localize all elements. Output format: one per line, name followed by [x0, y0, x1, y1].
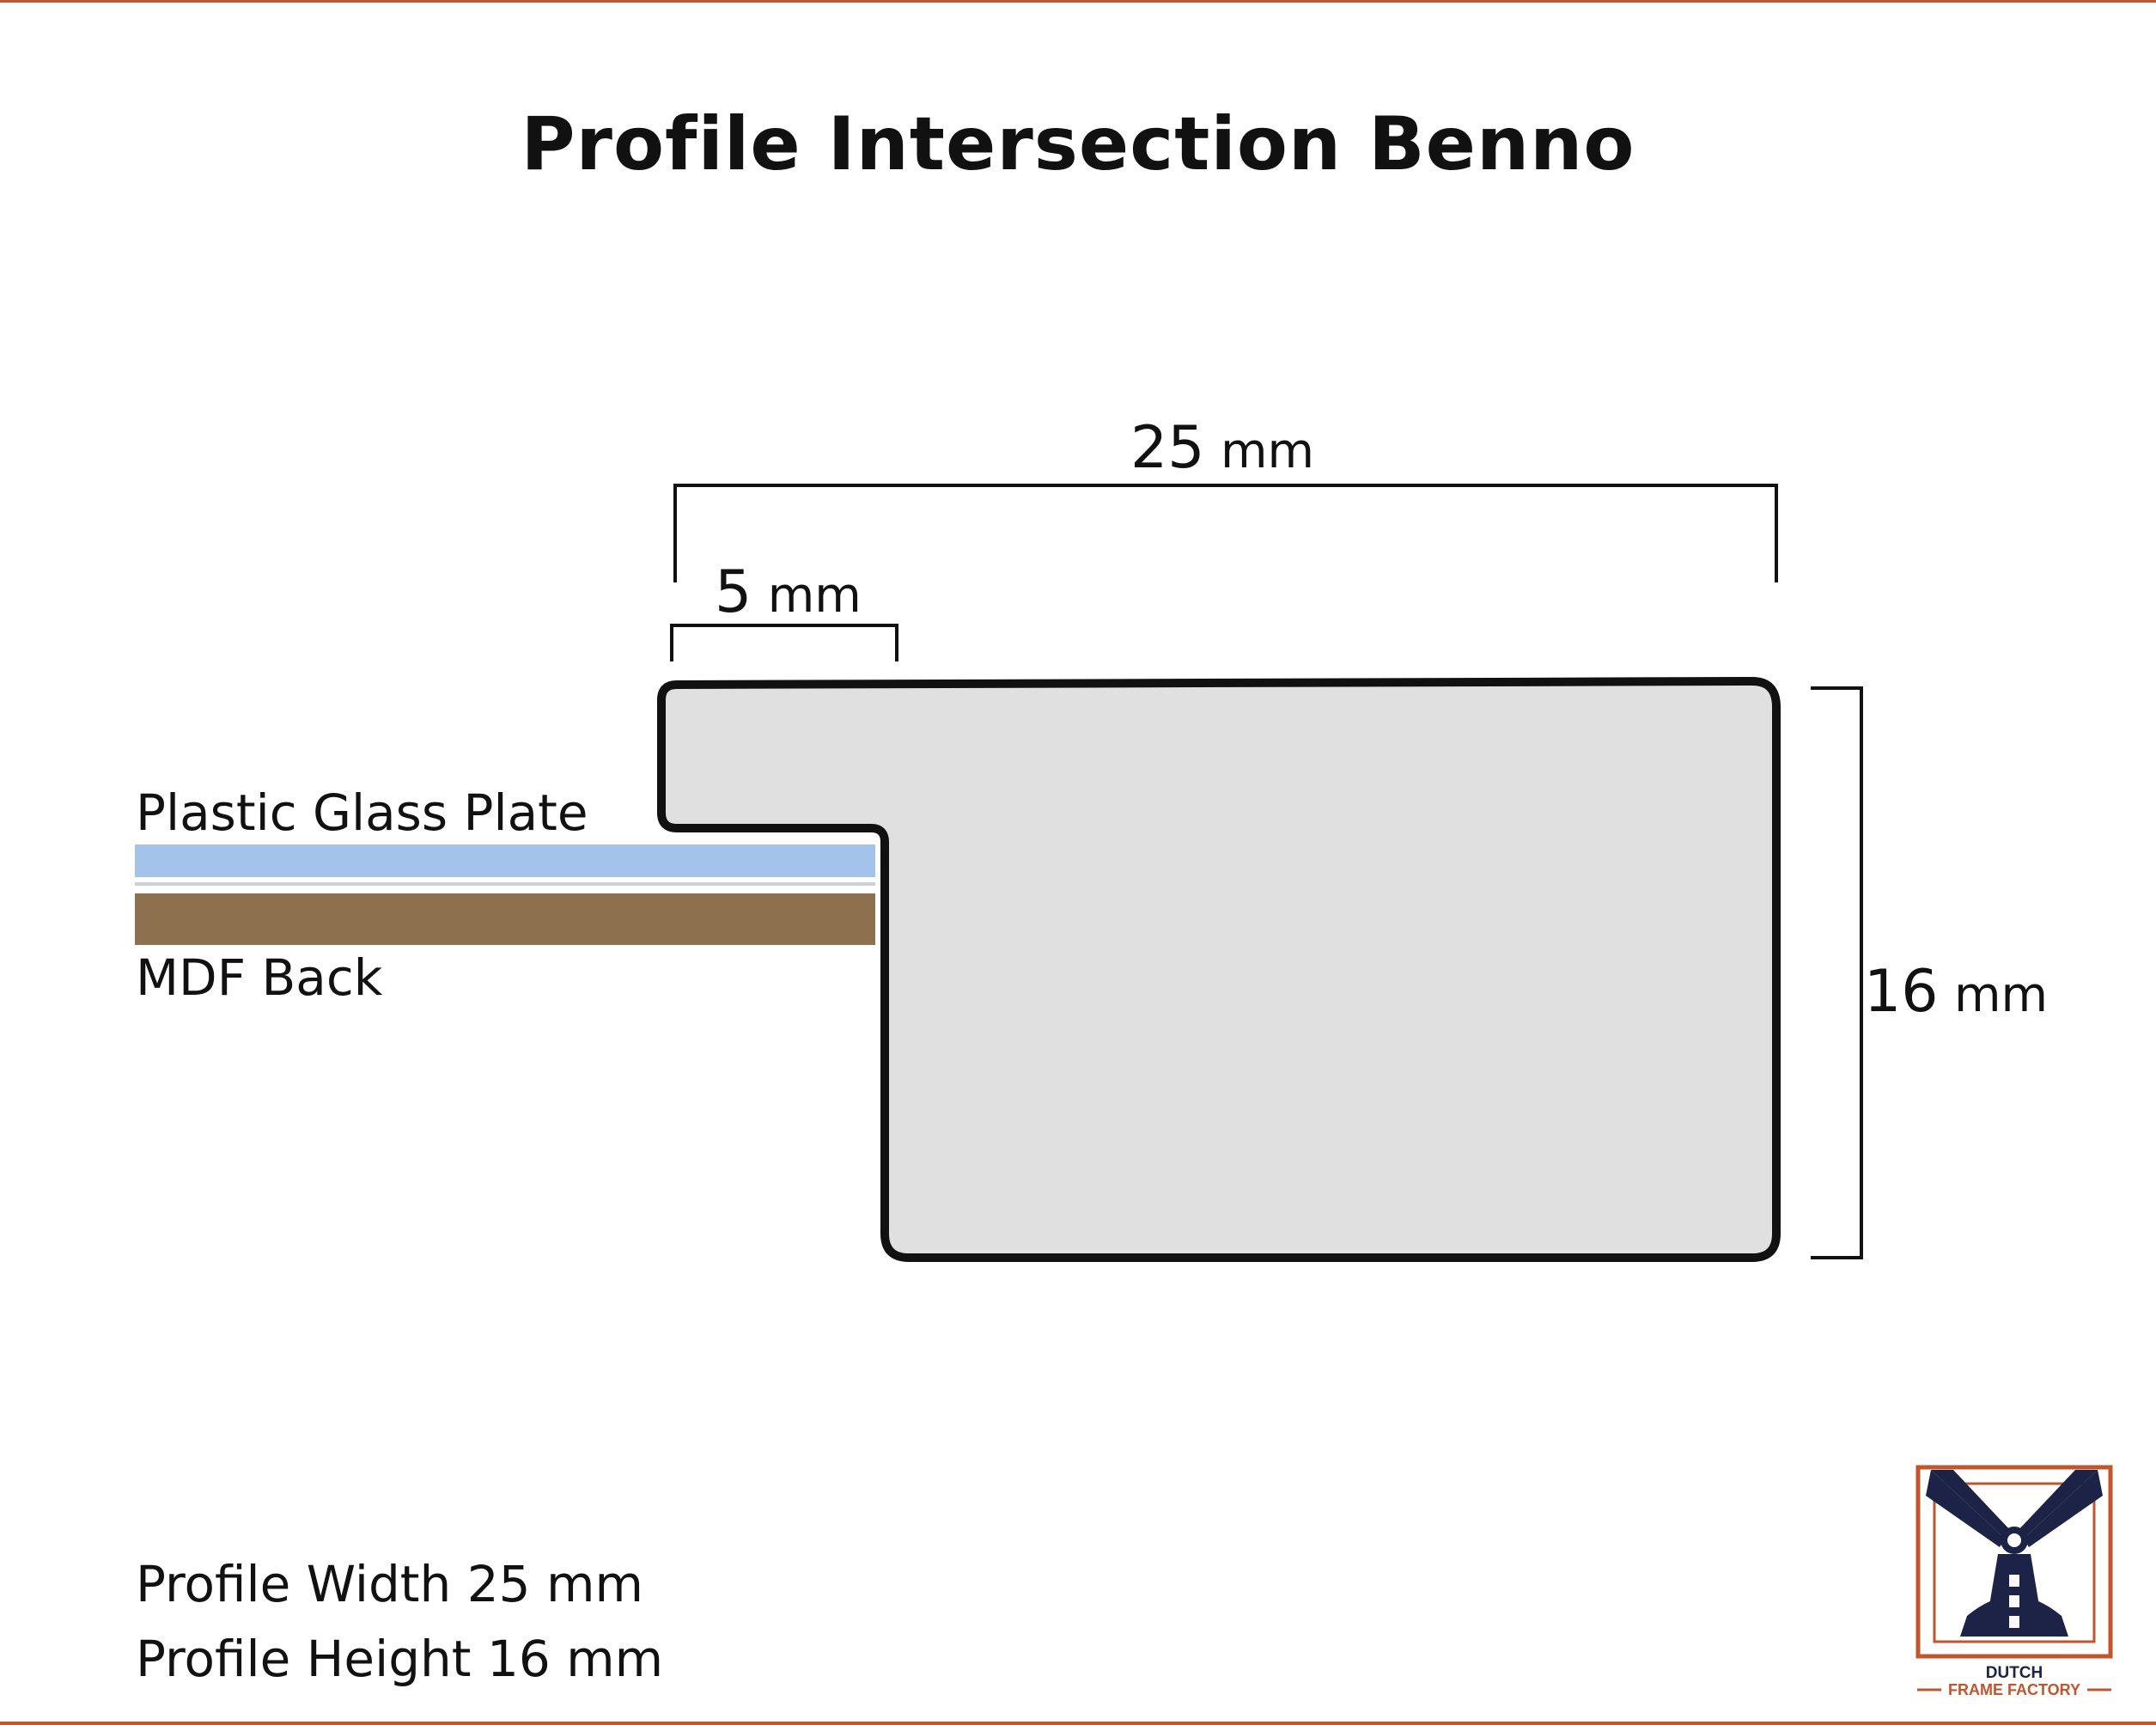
top-border-line [0, 0, 2156, 3]
glass-plate-layer [135, 844, 875, 877]
height-dimension-label: 16 mm [1864, 958, 2048, 1026]
mdf-back-label: MDF Back [136, 948, 383, 1007]
profile-width-text: Profile Width 25 mm [136, 1555, 643, 1613]
bottom-border-line [0, 1722, 2156, 1725]
glass-plate-label: Plastic Glass Plate [136, 783, 588, 842]
rebate-dimension-bracket [670, 624, 898, 661]
height-unit: mm [1953, 967, 2049, 1023]
windmill-icon [1926, 1470, 2103, 1637]
layer-separator [135, 882, 875, 886]
logo-text-dutch: DUTCH [1986, 1664, 2043, 1682]
logo-text-frame-factory: FRAME FACTORY [1948, 1681, 2080, 1698]
width-dimension-bracket [673, 484, 1778, 582]
dutch-frame-factory-logo: DUTCH FRAME FACTORY [1915, 1465, 2113, 1698]
width-dimension-label: 25 mm [1130, 414, 1314, 482]
height-dimension-bracket [1811, 686, 1863, 1259]
height-value: 16 [1864, 958, 1939, 1026]
rebate-unit: mm [767, 568, 862, 624]
mdf-back-layer [135, 893, 875, 945]
page-title: Profile Intersection Benno [521, 101, 1635, 187]
frame-profile-shape [657, 677, 1781, 1262]
profile-height-text: Profile Height 16 mm [136, 1630, 664, 1688]
width-unit: mm [1220, 424, 1315, 479]
width-value: 25 [1130, 414, 1205, 482]
rebate-dimension-label: 5 mm [715, 558, 862, 626]
rebate-value: 5 [715, 558, 752, 626]
